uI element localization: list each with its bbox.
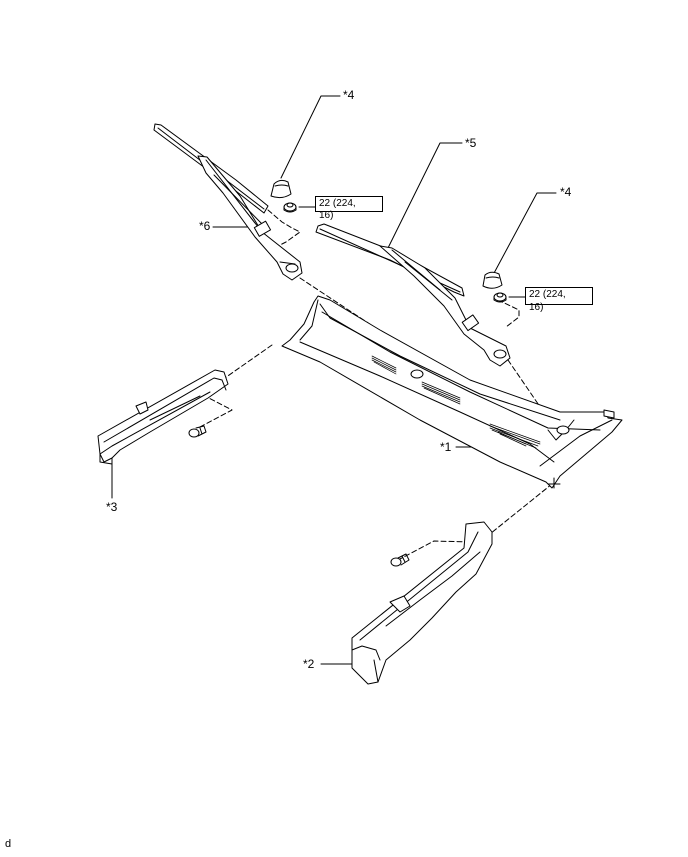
callout-2: *2 [303,657,315,671]
left-wiper-arm [197,155,303,281]
nut-right [493,292,507,303]
pivot-cap-right [482,271,503,289]
callout-6: *6 [199,219,211,233]
left-cowl-side-panel [97,369,229,465]
torque-box-left: 22 (224, [315,196,383,212]
right-wiper-arm [379,245,511,367]
nut-left [283,202,297,213]
callout-4-left: *4 [343,88,355,102]
pivot-cap-left [270,179,292,199]
callout-1: *1 [440,440,452,454]
right-wiper-arm-assembly [315,223,511,367]
louver-vents [371,355,541,449]
torque-left-line2: 16) [319,210,334,221]
callout-4-right: *4 [560,185,572,199]
leader-lines [111,95,557,665]
left-wiper-arm-assembly [153,123,303,281]
right-cowl-side-panel [351,521,493,685]
cowl-top-ventilator-louver [281,295,623,489]
callout-5: *5 [465,136,477,150]
torque-right-line1: 22 (224, [529,289,566,300]
figure-code: d [5,838,12,850]
torque-box-right: 22 (224, [525,287,593,305]
clip-left [188,425,207,438]
torque-right-line2: 16) [529,302,544,313]
callout-3: *3 [106,500,118,514]
torque-left-line1: 22 (224, [319,198,356,209]
clip-lower [390,553,410,567]
